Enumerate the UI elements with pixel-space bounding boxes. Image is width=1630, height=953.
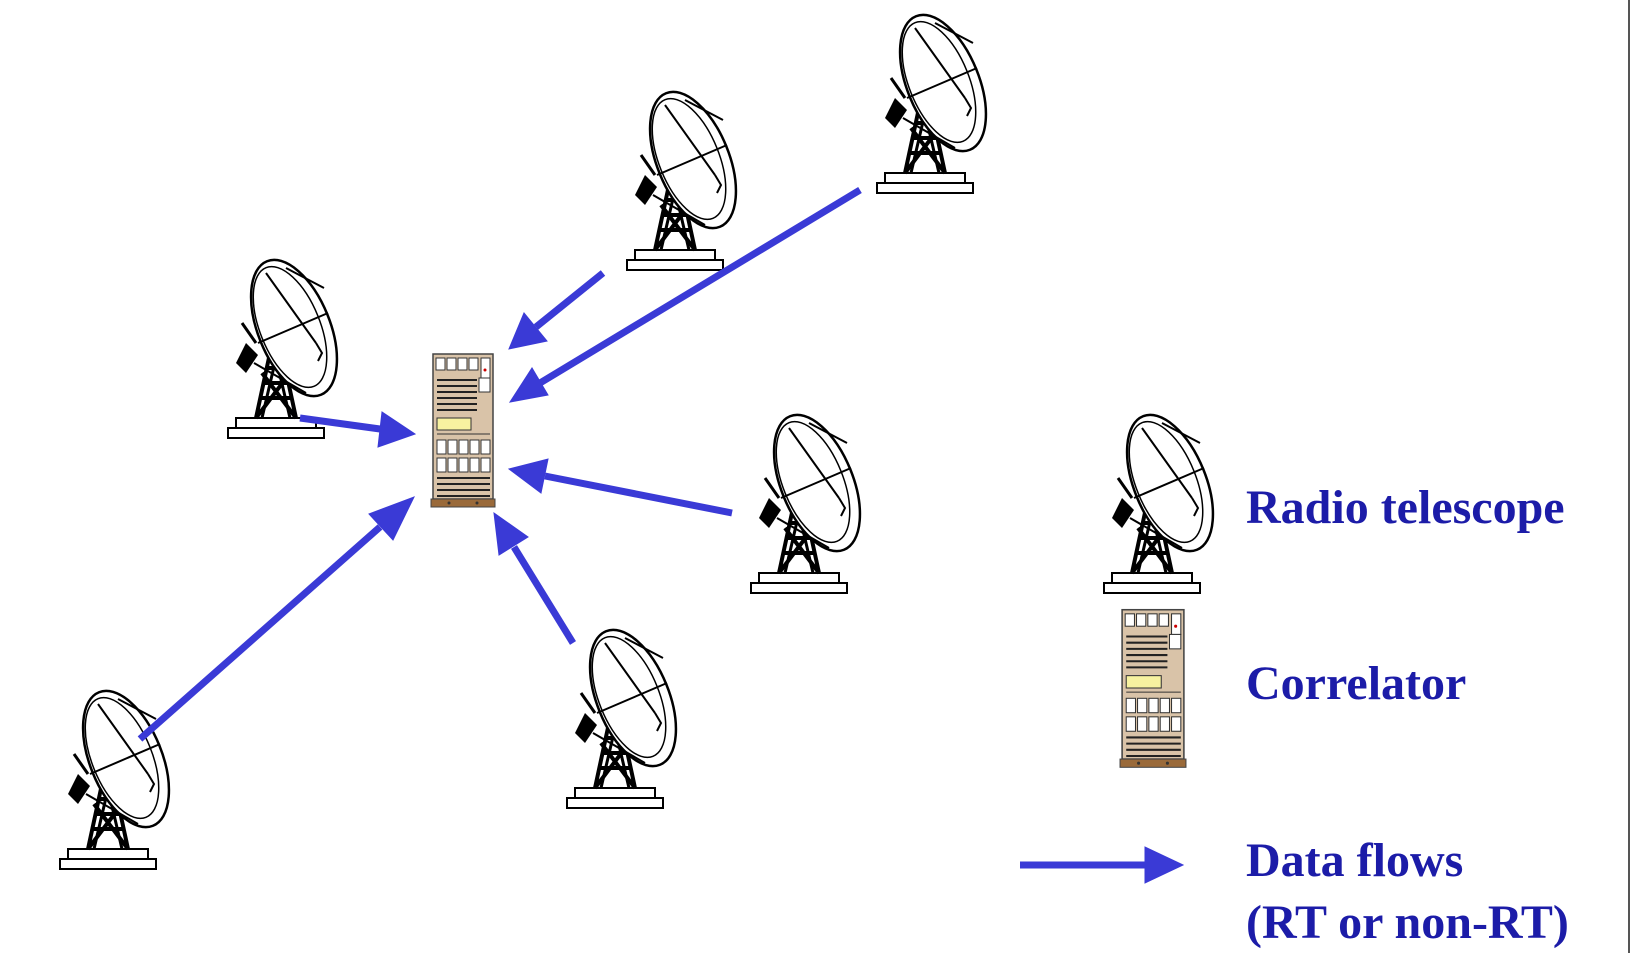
radio-telescope-bottom-left [58, 676, 189, 871]
slide-edge-divider [1628, 0, 1630, 953]
radio-telescope-bottom-middle [565, 615, 696, 810]
data-flow-arrow [299, 411, 417, 448]
legend-label-correlator: Correlator [1246, 657, 1467, 710]
legend-label-data-flows-sub: (RT or non-RT) [1246, 896, 1569, 949]
radio-telescope-left [226, 245, 357, 440]
legend-telescope-icon [1102, 400, 1233, 595]
data-flow-arrow [508, 187, 862, 403]
radio-telescope-top-right [875, 0, 1006, 195]
data-flow-arrow [137, 496, 416, 742]
legend-label-radio-telescope: Radio telescope [1246, 481, 1565, 534]
legend-arrow-icon [1020, 846, 1185, 884]
data-flow-arrow [507, 458, 733, 517]
correlator-rack [430, 353, 496, 508]
radio-telescope-top-middle [625, 77, 756, 272]
legend-correlator-icon [1119, 608, 1187, 769]
legend-label-data-flows: Data flows [1246, 834, 1464, 887]
radio-telescope-right [749, 400, 880, 595]
data-flow-arrows [137, 187, 862, 742]
data-flow-arrow [493, 511, 576, 645]
data-flow-arrow [508, 270, 606, 350]
